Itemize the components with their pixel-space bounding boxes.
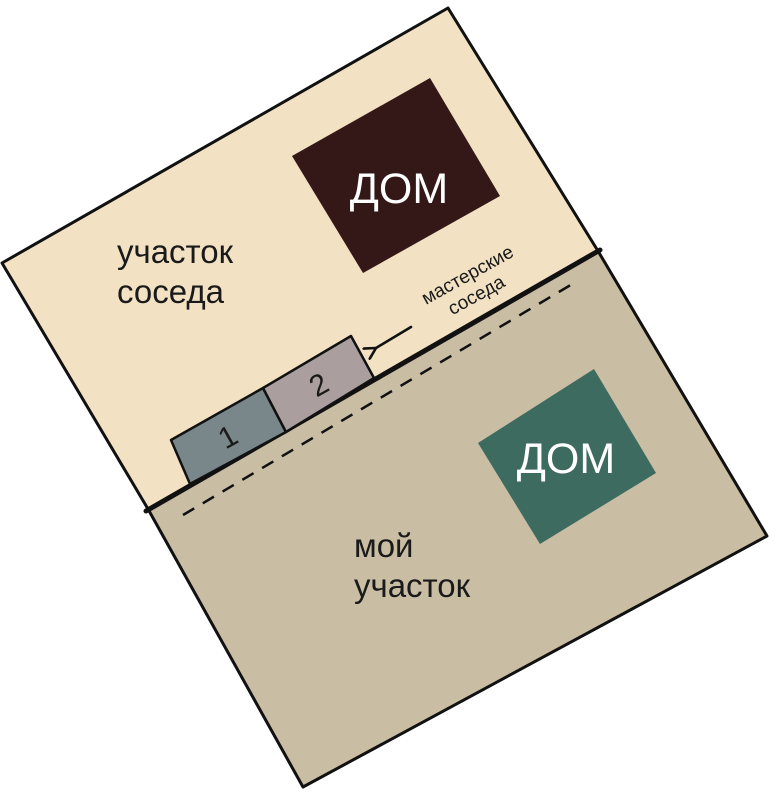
my-house (478, 369, 656, 544)
my-plot-label-line2: участок (354, 567, 471, 604)
neighbor-plot-label-line1: участок (117, 233, 234, 270)
neighbor-house (292, 78, 500, 273)
my-house-label: ДОМ (517, 435, 615, 483)
setback-dashed-line (182, 281, 575, 517)
neighbor-house-label: ДОМ (350, 165, 448, 213)
neighbor-plot-label-line2: соседа (117, 273, 225, 310)
workshop-2 (261, 334, 376, 434)
workshops-arrow (376, 325, 413, 348)
my-plot-label-line1: мой (354, 527, 413, 564)
